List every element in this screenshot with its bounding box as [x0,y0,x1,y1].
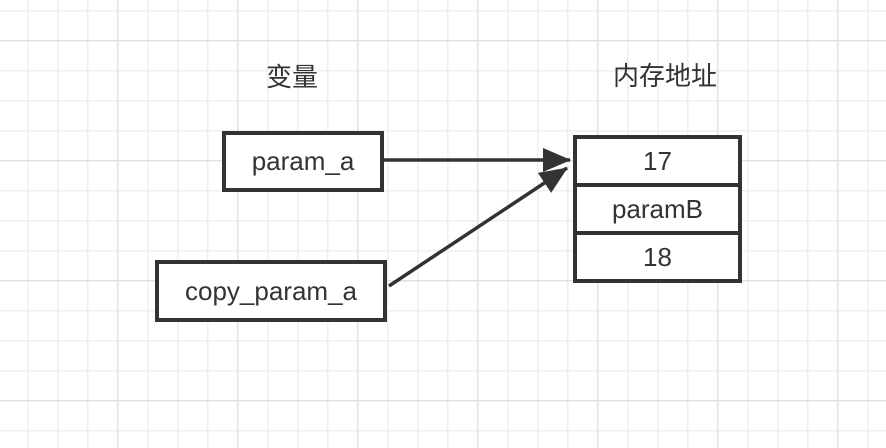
memory-cell-value: 17 [643,145,672,176]
memory-column-title: 内存地址 [612,61,717,91]
memory-cell-value: 18 [643,241,672,272]
memory-address-stack: 17 paramB 18 [573,135,742,283]
memory-cell-18: 18 [573,231,742,283]
variable-box-param-a: param_a [222,131,384,192]
variable-label-copy-param-a: copy_param_a [185,275,357,306]
memory-cell-17: 17 [573,135,742,187]
arrow-copy-param-a-to-memory-17 [388,166,568,288]
variable-label-param-a: param_a [251,146,355,176]
variable-box-copy-param-a: copy_param_a [155,260,387,322]
memory-cell-paramB: paramB [573,183,742,235]
variables-column-title: 变量 [265,62,318,92]
memory-cell-value: paramB [611,193,704,224]
